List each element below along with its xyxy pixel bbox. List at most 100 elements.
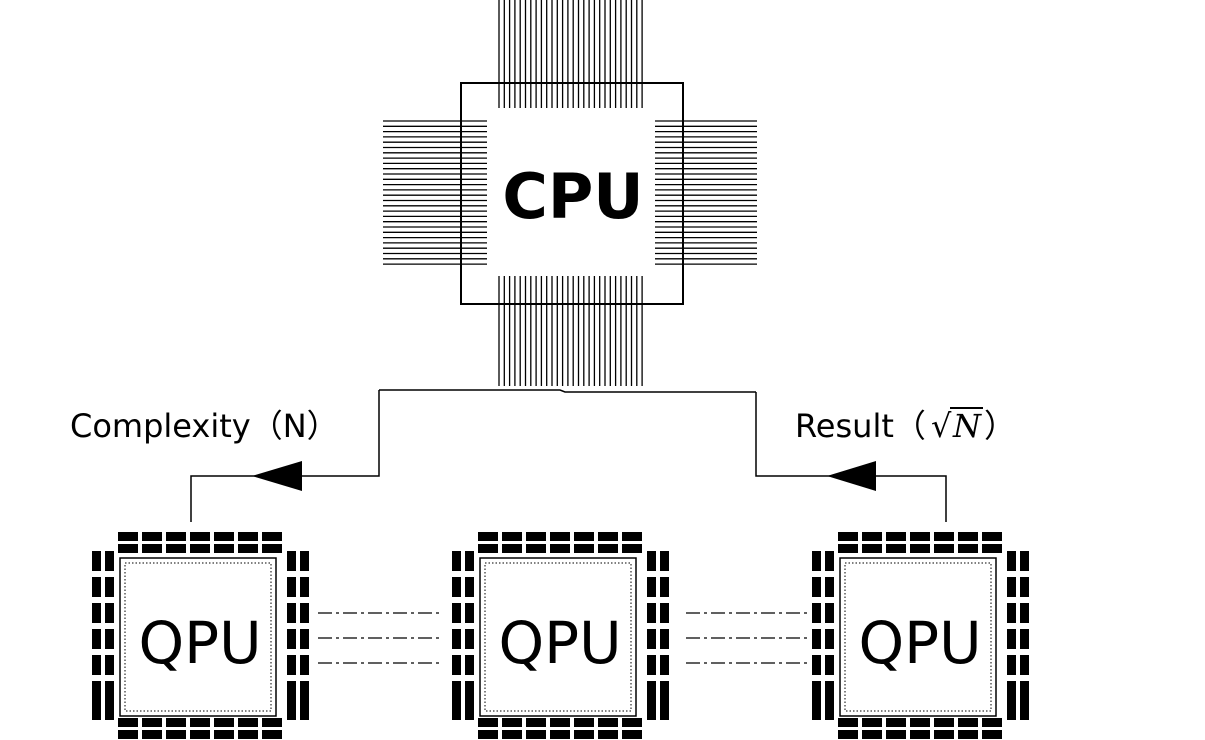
result-label-suffix: ） <box>984 407 1016 445</box>
qpu-pad <box>262 544 282 553</box>
qpu-pad <box>300 700 309 720</box>
qpu-pad <box>982 532 1002 541</box>
qpu-pad <box>300 577 309 597</box>
qpu-pad <box>812 577 821 597</box>
result-variable: N <box>952 407 982 445</box>
qpu-pad <box>825 700 834 720</box>
qpu-pad <box>550 532 570 541</box>
qpu-pad <box>214 718 234 727</box>
qpu-pad <box>190 544 210 553</box>
qpu-pad <box>647 603 656 623</box>
qpu-pad <box>526 730 546 739</box>
qpu-pad <box>526 544 546 553</box>
qpu-pad <box>647 655 656 675</box>
qpu-pad <box>287 681 296 701</box>
qpu-chip: QPU <box>92 532 309 739</box>
qpu-pad <box>287 629 296 649</box>
cpu-bus-line <box>379 389 756 393</box>
qpu-pad <box>862 532 882 541</box>
qpu-pad <box>465 629 474 649</box>
cpu-package-outline <box>460 82 684 305</box>
qpu-pad <box>92 603 101 623</box>
qpu-pad <box>886 718 906 727</box>
qpu-pad <box>452 577 461 597</box>
qpu-pad <box>647 577 656 597</box>
qpu-outline <box>479 557 637 717</box>
qpu-pad <box>300 603 309 623</box>
qpu-pad <box>214 532 234 541</box>
qpu-pad <box>238 730 258 739</box>
qpu-pad <box>574 544 594 553</box>
qpu-pad <box>166 730 186 739</box>
cpu-pins <box>383 0 757 386</box>
qpu-pad <box>910 718 930 727</box>
qpu-pad <box>886 532 906 541</box>
qpu-pad <box>526 532 546 541</box>
qpu-pad <box>838 532 858 541</box>
qpu-pad <box>982 544 1002 553</box>
qpu-pad <box>622 544 642 553</box>
qpu-pad <box>647 551 656 571</box>
qpu-pad <box>1007 655 1016 675</box>
qpu-pad <box>287 551 296 571</box>
qpu-pad <box>647 629 656 649</box>
qpu-pad <box>647 700 656 720</box>
cpu-die <box>487 108 655 276</box>
qpu-pad <box>190 532 210 541</box>
qpu-pad <box>105 603 114 623</box>
qpu-pad <box>105 700 114 720</box>
qpu-pad <box>1007 629 1016 649</box>
qpu-pad <box>934 718 954 727</box>
qpu-pad <box>958 532 978 541</box>
qpu-pad <box>598 544 618 553</box>
qpu-pad <box>1020 700 1029 720</box>
qpu-pad <box>598 718 618 727</box>
qpu-pad <box>1007 551 1016 571</box>
qpu-pad <box>825 655 834 675</box>
qpu-pad <box>825 629 834 649</box>
qpu-pad <box>300 655 309 675</box>
qpu-chip: QPU <box>812 532 1029 739</box>
qpu-pad <box>1020 577 1029 597</box>
qpu-pad <box>214 730 234 739</box>
qpu-pad <box>92 577 101 597</box>
qpu-pad <box>660 655 669 675</box>
qpu-chip: QPU <box>452 532 669 739</box>
qpu-pad <box>812 681 821 701</box>
qpu-pad <box>105 577 114 597</box>
qpu-pad <box>934 532 954 541</box>
qpu-pad <box>1020 629 1029 649</box>
qpu-pad <box>92 655 101 675</box>
qpu-pad <box>262 532 282 541</box>
qpu-pad <box>142 532 162 541</box>
qpu-outline <box>119 557 277 717</box>
qpu-pad <box>465 655 474 675</box>
qpu-pad <box>105 551 114 571</box>
qpu-pad <box>105 655 114 675</box>
qpu-pad <box>825 577 834 597</box>
qpu-pad <box>812 700 821 720</box>
cpu-label: CPU <box>502 160 643 233</box>
qpu-pad <box>92 700 101 720</box>
qpu-pad <box>105 681 114 701</box>
qpu-pad <box>838 544 858 553</box>
qpu-pad <box>238 532 258 541</box>
qpu-pad <box>574 730 594 739</box>
qpu-pad <box>812 629 821 649</box>
qpu-pad <box>812 603 821 623</box>
qpu-pad <box>452 681 461 701</box>
qpu-pad <box>287 577 296 597</box>
qpu-pad <box>287 700 296 720</box>
qpu-pad <box>1007 577 1016 597</box>
qpu-pad <box>502 532 522 541</box>
qpu-pad <box>862 718 882 727</box>
qpu-pad <box>465 551 474 571</box>
result-label-prefix: Result（ <box>795 407 926 445</box>
qpu-pad <box>118 718 138 727</box>
qpu-pad <box>934 544 954 553</box>
qpu-pad <box>550 730 570 739</box>
qpu-pad <box>478 544 498 553</box>
qpu-pad <box>622 718 642 727</box>
qpu-pad <box>982 730 1002 739</box>
